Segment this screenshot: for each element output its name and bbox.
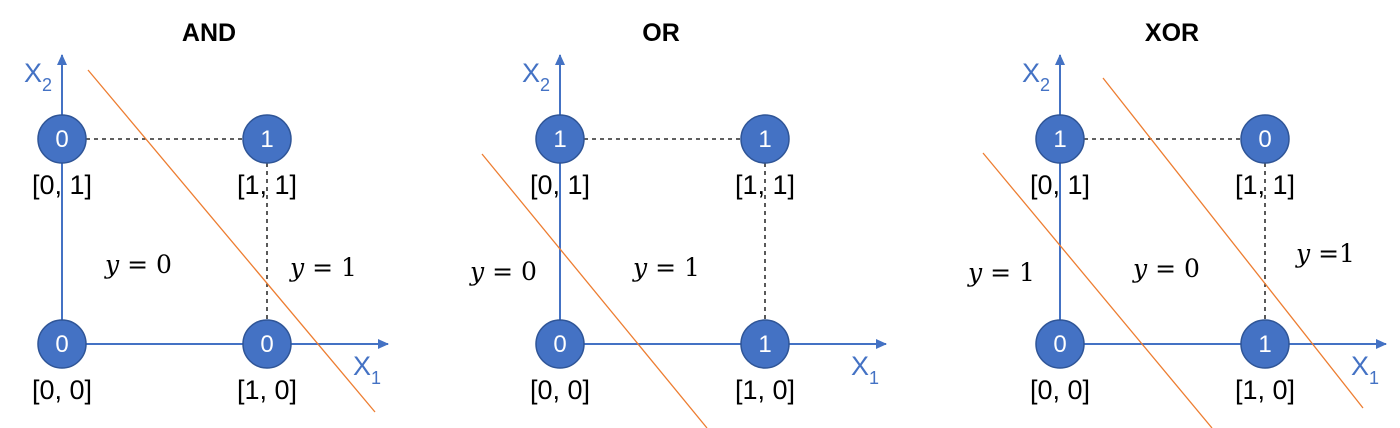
region-label: y = 0 [104, 250, 172, 279]
node-circle [1035, 114, 1085, 164]
x2-axis-label: X2 [24, 58, 52, 95]
node-coordinate: [0, 0] [530, 375, 590, 405]
region-label: y = 1 [632, 253, 700, 282]
node-top-left: 1 [0, 1] [530, 114, 590, 200]
node-coordinate: [1, 0] [237, 375, 297, 405]
node-top-left: 0 [0, 1] [32, 114, 92, 200]
node-coordinate: [1, 1] [237, 170, 297, 200]
node-top-right: 1 [1, 1] [237, 114, 297, 200]
node-value: 0 [553, 331, 566, 358]
node-coordinate: [0, 1] [530, 170, 590, 200]
region-label: y = 0 [469, 257, 537, 286]
node-circle [1240, 319, 1290, 369]
x2-axis-label: X2 [522, 58, 550, 95]
node-value: 0 [1053, 331, 1066, 358]
x1-axis-label: X1 [1351, 351, 1379, 388]
node-circle [242, 114, 292, 164]
node-top-right: 0 [1, 1] [1235, 114, 1295, 200]
node-value: 0 [55, 126, 68, 153]
node-coordinate: [1, 0] [735, 375, 795, 405]
node-coordinate: [0, 0] [32, 375, 92, 405]
node-value: 1 [553, 126, 566, 153]
node-value: 1 [1053, 126, 1066, 153]
region-label: y = 0 [1132, 254, 1200, 283]
node-value: 1 [260, 126, 273, 153]
node-value: 1 [1258, 331, 1271, 358]
node-circle [535, 114, 585, 164]
decision-boundary [87, 69, 376, 413]
node-coordinate: [1, 1] [1235, 170, 1295, 200]
decision-boundary [982, 152, 1213, 428]
node-circle [1240, 114, 1290, 164]
node-top-left: 1 [0, 1] [1030, 114, 1090, 200]
node-bottom-left: 0 [0, 0] [530, 319, 590, 405]
node-circle [1035, 319, 1085, 369]
node-coordinate: [0, 1] [32, 170, 92, 200]
node-circle [37, 114, 87, 164]
region-label: y = 1 [289, 253, 357, 282]
panel-title: OR [642, 19, 680, 47]
node-circle [242, 319, 292, 369]
node-value: 0 [260, 331, 273, 358]
panel-title: AND [182, 19, 236, 47]
x1-axis-label: X1 [851, 351, 879, 388]
panel-title: XOR [1145, 19, 1199, 47]
node-coordinate: [1, 1] [735, 170, 795, 200]
x2-axis-label: X2 [1022, 58, 1050, 95]
region-label: y = 1 [967, 258, 1035, 287]
node-coordinate: [0, 0] [1030, 375, 1090, 405]
node-circle [740, 114, 790, 164]
node-value: 0 [1258, 126, 1271, 153]
node-bottom-left: 0 [0, 0] [32, 319, 92, 405]
node-bottom-right: 1 [1, 0] [1235, 319, 1295, 405]
region-label: y =1 [1295, 239, 1355, 268]
node-top-right: 1 [1, 1] [735, 114, 795, 200]
node-value: 0 [55, 331, 68, 358]
node-bottom-right: 0 [1, 0] [237, 319, 297, 405]
x1-axis-label: X1 [353, 351, 381, 388]
node-bottom-left: 0 [0, 0] [1030, 319, 1090, 405]
node-circle [535, 319, 585, 369]
node-coordinate: [1, 0] [1235, 375, 1295, 405]
decision-boundary [1102, 77, 1364, 409]
node-value: 1 [758, 331, 771, 358]
node-value: 1 [758, 126, 771, 153]
node-circle [37, 319, 87, 369]
decision-boundary [481, 153, 708, 428]
node-bottom-right: 1 [1, 0] [735, 319, 795, 405]
node-circle [740, 319, 790, 369]
node-coordinate: [0, 1] [1030, 170, 1090, 200]
